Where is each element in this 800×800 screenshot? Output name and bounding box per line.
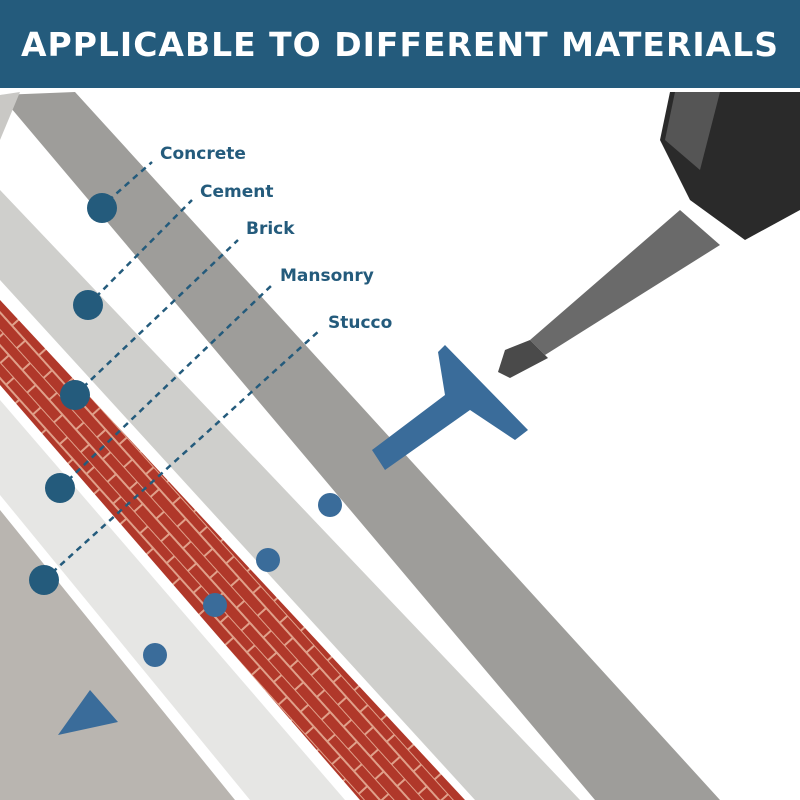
brick-marker xyxy=(60,380,90,410)
masonry-marker xyxy=(45,473,75,503)
label-brick: Brick xyxy=(246,219,295,239)
wall-anchor-icon xyxy=(58,345,528,735)
cement-strip xyxy=(0,190,580,800)
label-concrete: Concrete xyxy=(160,144,246,164)
label-stucco: Stucco xyxy=(328,313,393,333)
concrete-strip xyxy=(0,92,720,800)
concrete-marker xyxy=(87,193,117,223)
brick-strip xyxy=(0,300,465,800)
stucco-marker xyxy=(29,565,59,595)
masonry-strip xyxy=(0,400,345,800)
page-title: APPLICABLE TO DIFFERENT MATERIALS xyxy=(20,24,779,64)
header-banner: APPLICABLE TO DIFFERENT MATERIALS xyxy=(0,0,800,88)
label-masonry: Mansonry xyxy=(280,266,374,286)
drill-icon xyxy=(498,92,800,378)
cement-marker xyxy=(73,290,103,320)
label-cement: Cement xyxy=(200,182,274,202)
